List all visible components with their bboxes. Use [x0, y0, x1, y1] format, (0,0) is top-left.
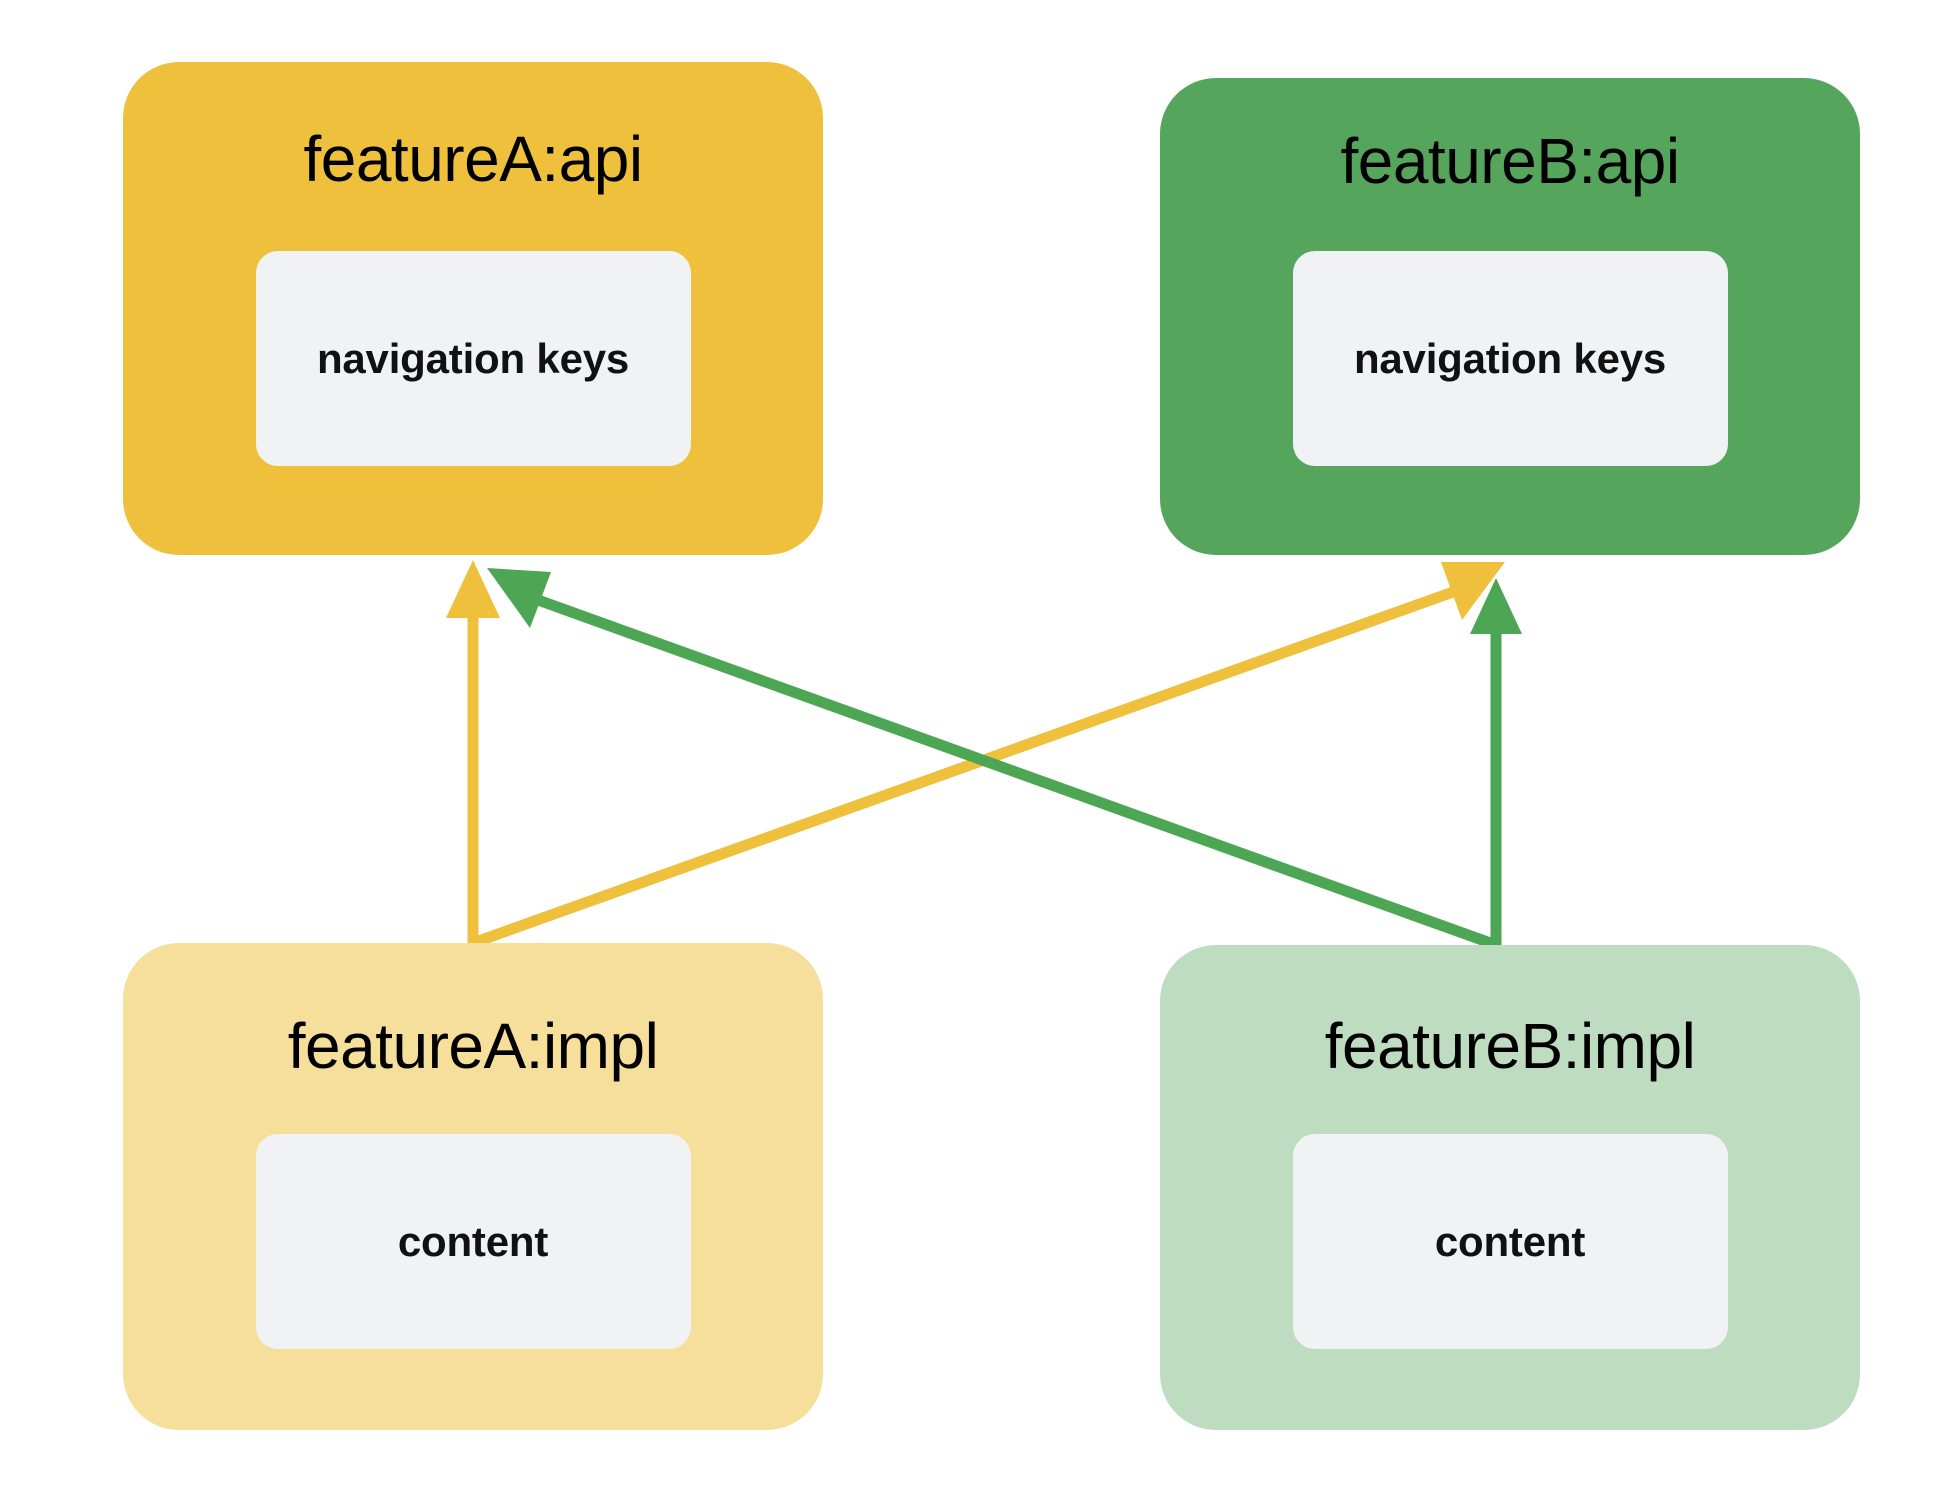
module-title-featureA-api: featureA:api: [303, 123, 643, 195]
edge-featureB-impl-to-featureA-api: [487, 568, 1498, 951]
inner-card-featureB-impl[interactable]: content: [1292, 1134, 1728, 1350]
module-featureA-api[interactable]: featureA:api navigation keys: [123, 62, 823, 555]
inner-card-featureA-impl[interactable]: content: [255, 1134, 691, 1350]
module-title-featureB-impl: featureB:impl: [1324, 1010, 1696, 1082]
module-featureA-impl[interactable]: featureA:impl content: [123, 943, 823, 1430]
inner-card-featureB-api[interactable]: navigation keys: [1292, 251, 1728, 467]
module-title-featureA-impl: featureA:impl: [287, 1010, 659, 1082]
edge-featureA-impl-to-featureB-api: [471, 562, 1505, 949]
inner-card-label-navigation-keys-a: navigation keys: [316, 334, 630, 382]
edge-featureA-impl-to-featureA-api: [446, 560, 500, 943]
inner-card-featureA-api[interactable]: navigation keys: [255, 251, 691, 467]
module-title-featureB-api: featureB:api: [1340, 125, 1680, 197]
module-featureB-api[interactable]: featureB:api navigation keys: [1160, 78, 1860, 555]
edge-featureB-impl-to-featureB-api: [1470, 578, 1522, 945]
inner-card-label-content-b: content: [1434, 1217, 1586, 1265]
module-featureB-impl[interactable]: featureB:impl content: [1160, 945, 1860, 1430]
inner-card-label-content-a: content: [397, 1217, 549, 1265]
inner-card-label-navigation-keys-b: navigation keys: [1353, 334, 1667, 382]
